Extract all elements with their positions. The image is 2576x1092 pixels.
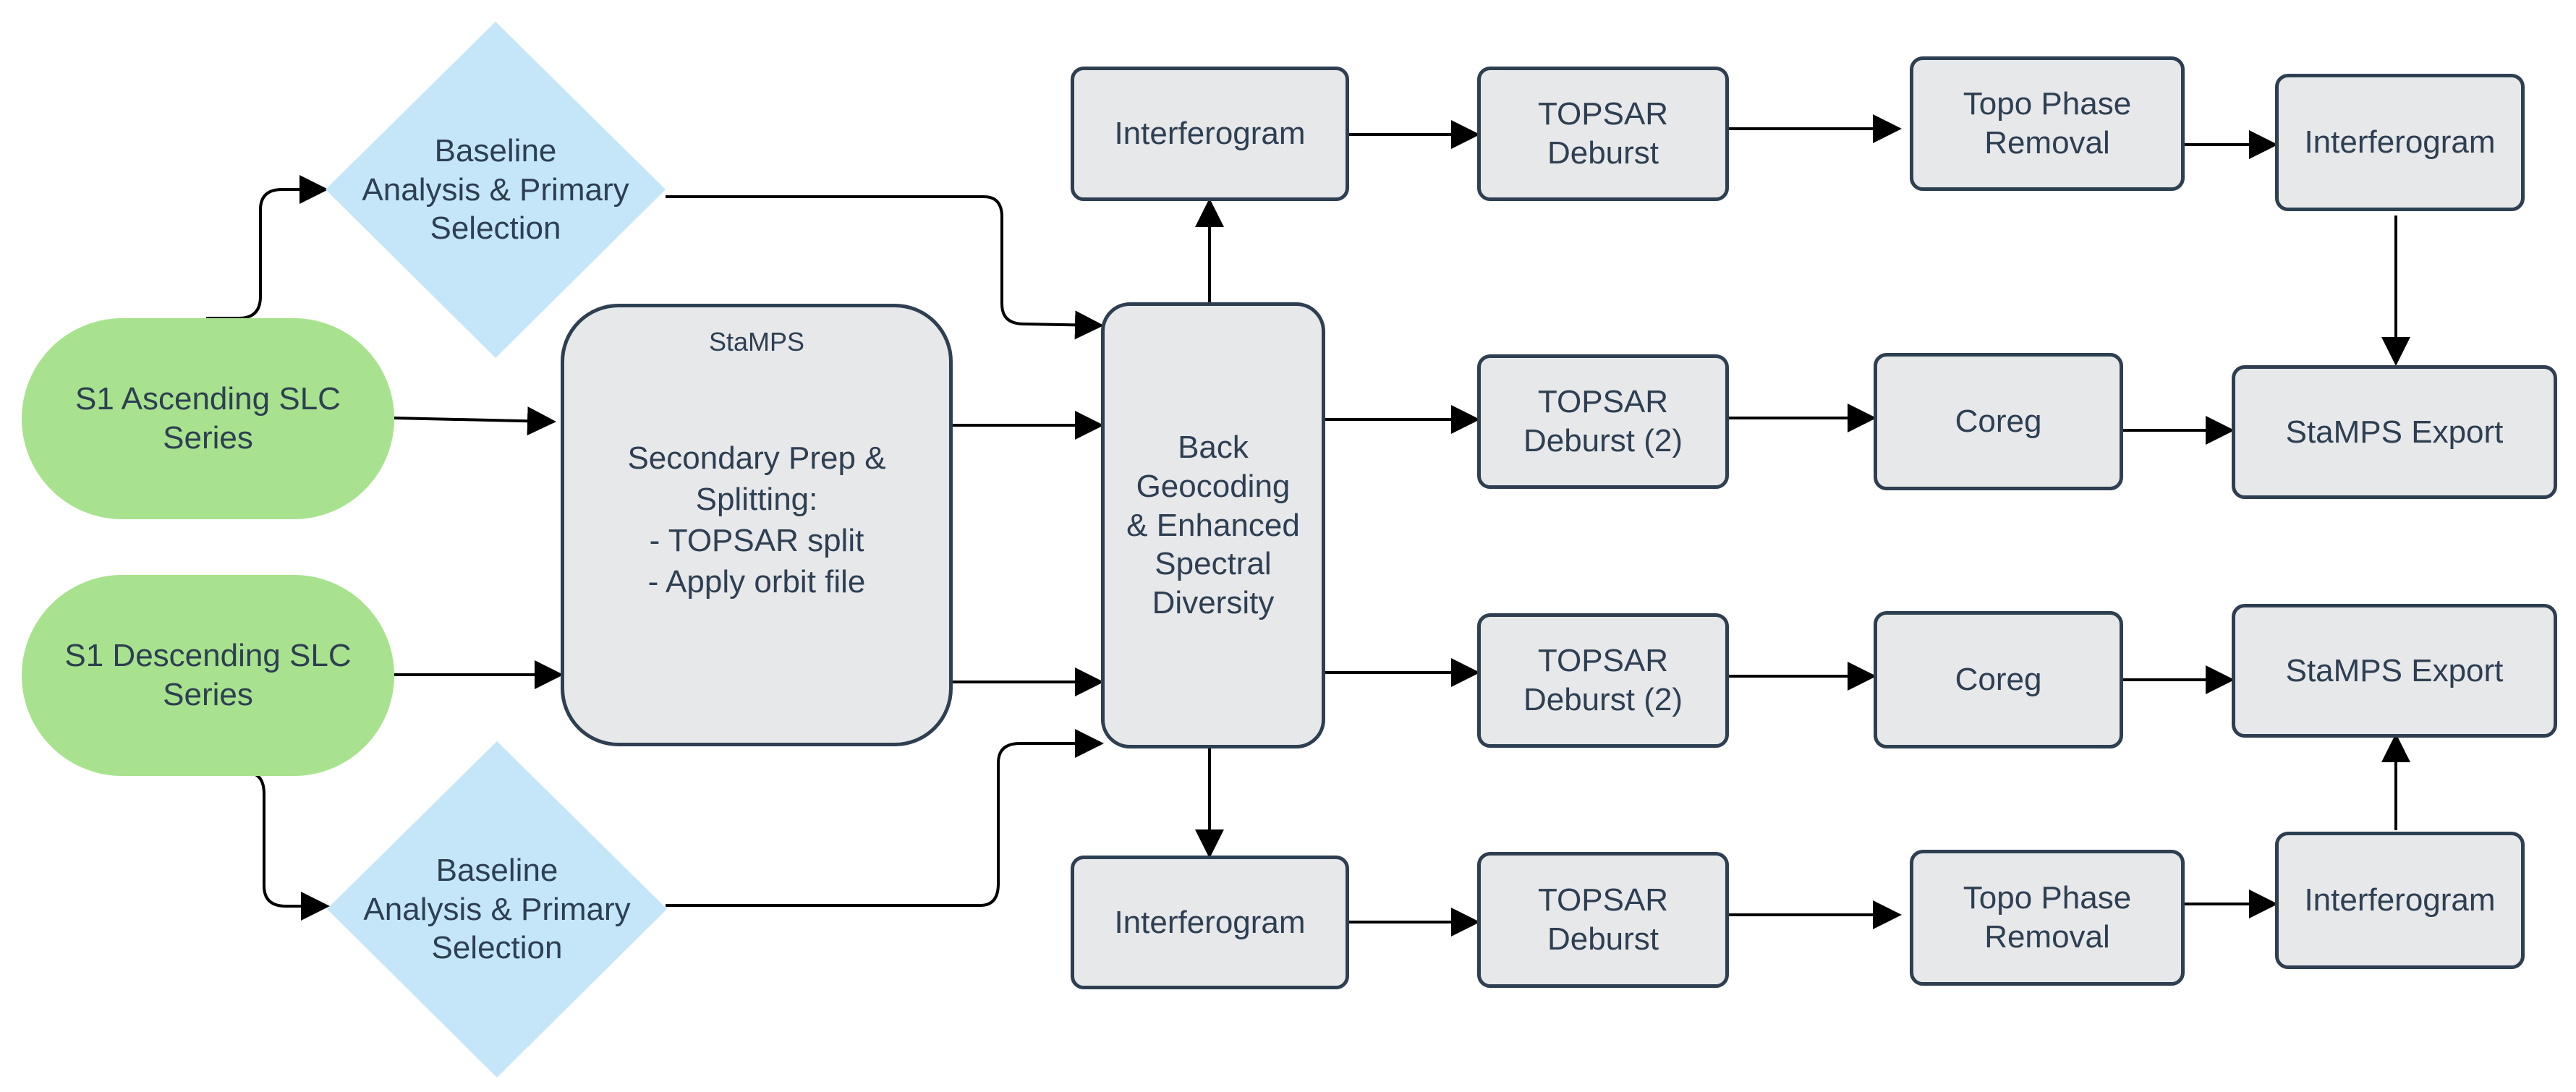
topo-phase-removal-top-label: Topo Phase Removal [1963, 86, 2132, 161]
diamond-shape [326, 22, 666, 358]
baseline-analysis-top: Baseline Analysis & Primary Selection [326, 22, 666, 358]
back-geocoding-box: Back Geocoding & Enhanced Spectral Diver… [1101, 302, 1325, 748]
interferogram-bottom-label: Interferogram [1114, 904, 1306, 940]
interferogram-bottom-right-box: Interferogram [2275, 832, 2525, 969]
interferogram-top-box: Interferogram [1071, 67, 1349, 201]
baseline-top-label: Baseline Analysis & Primary Selection [362, 132, 629, 247]
topsar-deburst-bottom-box: TOPSAR Deburst [1477, 852, 1729, 988]
stamps-box-title: StaMPS [708, 327, 805, 357]
edge-ascending-to-baseline-top [206, 175, 328, 320]
baseline-analysis-bottom: Baseline Analysis & Primary Selection [327, 741, 667, 1078]
stamps-export-lower-box: StaMPS Export [2232, 604, 2557, 738]
s1-descending-slc-series: S1 Descending SLC Series [22, 575, 394, 776]
stamps-secondary-prep-box: StaMPS Secondary Prep & Splitting: - TOP… [561, 304, 953, 746]
interferogram-top-label: Interferogram [1114, 116, 1306, 152]
s1-ascending-slc-series: S1 Ascending SLC Series [22, 318, 394, 519]
interferogram-top-right-box: Interferogram [2275, 74, 2525, 211]
topo-phase-removal-top-box: Topo Phase Removal [1910, 56, 2185, 191]
baseline-bottom-label: Baseline Analysis & Primary Selection [363, 852, 631, 966]
edge-descending-to-baseline-bottom [206, 771, 330, 921]
back-geocoding-label: Back Geocoding & Enhanced Spectral Diver… [1126, 430, 1300, 620]
edge-baseline-bottom-to-backgeo [666, 729, 1104, 907]
edge-baseline-top-to-backgeo [666, 195, 1104, 340]
topsar-deburst-top-box: TOPSAR Deburst [1477, 67, 1729, 201]
coreg-lower-label: Coreg [1955, 662, 2042, 698]
stamps-box-body: Secondary Prep & Splitting: - TOPSAR spl… [627, 440, 886, 600]
topsar-deburst-2-upper-label: TOPSAR Deburst (2) [1523, 384, 1683, 458]
stamps-export-upper-label: StaMPS Export [2285, 414, 2504, 450]
stamps-export-lower-label: StaMPS Export [2285, 652, 2504, 688]
stamps-export-upper-box: StaMPS Export [2232, 365, 2557, 499]
topsar-deburst-2-upper-box: TOPSAR Deburst (2) [1477, 354, 1729, 489]
edge-ascending-to-stamps [394, 406, 556, 436]
topsar-deburst-bottom-label: TOPSAR Deburst [1537, 882, 1669, 957]
topo-phase-removal-bottom-box: Topo Phase Removal [1910, 850, 2185, 986]
interferogram-bottom-box: Interferogram [1071, 856, 1349, 989]
s1-ascending-label: S1 Ascending SLC Series [75, 381, 341, 456]
topo-phase-removal-bottom-label: Topo Phase Removal [1963, 880, 2132, 955]
diamond-shape [327, 741, 667, 1078]
s1-descending-label: S1 Descending SLC Series [64, 638, 352, 712]
interferogram-top-right-label: Interferogram [2304, 124, 2496, 161]
topsar-deburst-top-label: TOPSAR Deburst [1537, 96, 1669, 171]
coreg-lower-box: Coreg [1874, 611, 2123, 748]
topsar-deburst-2-lower-box: TOPSAR Deburst (2) [1477, 613, 1729, 748]
topsar-deburst-2-lower-label: TOPSAR Deburst (2) [1523, 643, 1683, 717]
interferogram-bottom-right-label: Interferogram [2304, 882, 2496, 918]
coreg-upper-label: Coreg [1955, 404, 2042, 440]
coreg-upper-box: Coreg [1874, 353, 2123, 490]
